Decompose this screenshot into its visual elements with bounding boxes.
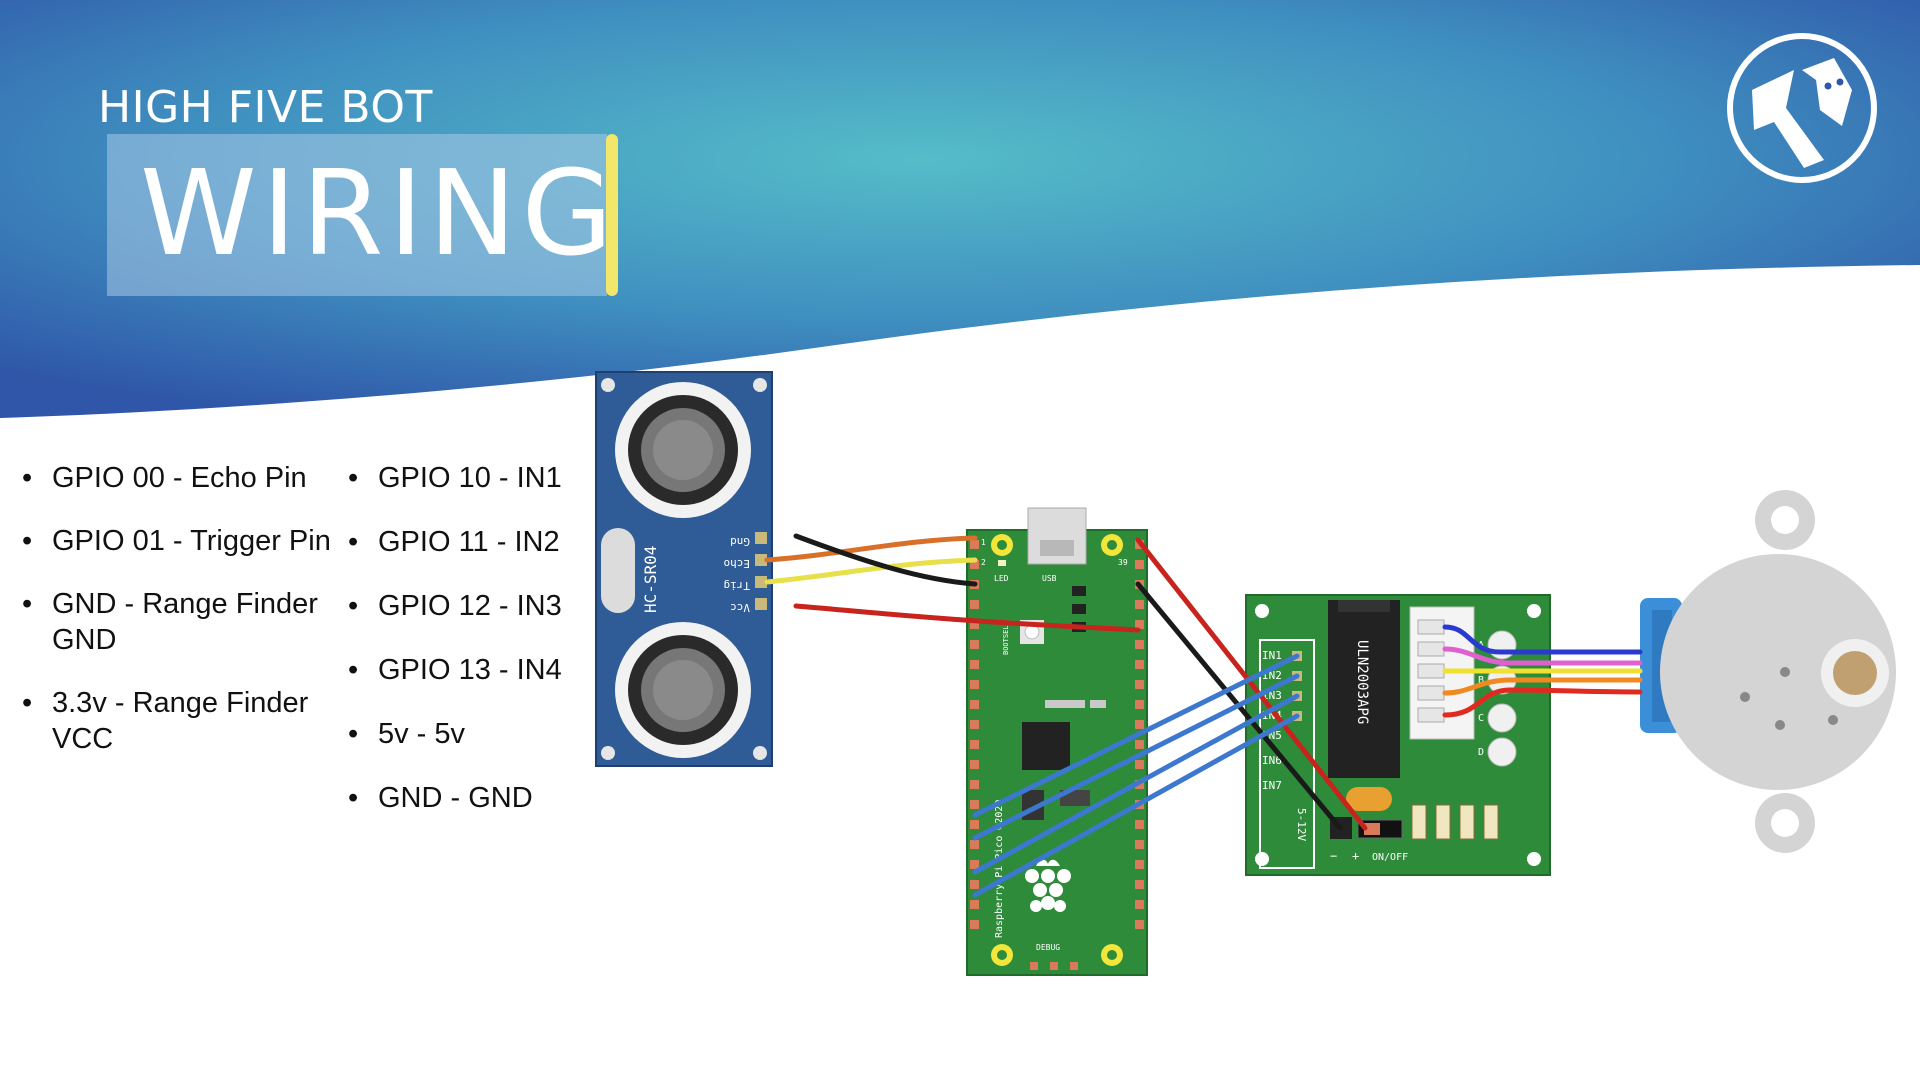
pico-bottom-pins [1030, 962, 1078, 970]
wire-red [1442, 687, 1643, 718]
driver-input-label: IN6 [1262, 754, 1282, 767]
wire-red [793, 603, 1141, 633]
pico-debug-label: DEBUG [1036, 943, 1060, 952]
driver-led-label: B [1478, 675, 1484, 686]
pico-model-label: Raspberry Pi Pico ©2020 [994, 800, 1005, 938]
driver-led-label: C [1478, 713, 1484, 724]
driver-switch-label: ON/OFF [1372, 852, 1408, 863]
wire-blue [972, 693, 1300, 875]
slide-title: WIRING [140, 144, 618, 282]
wire-black [793, 533, 978, 587]
stepper-motor [1640, 490, 1896, 853]
driver-polarity-minus: − [1330, 849, 1337, 863]
sensor-pin-labels: Gnd Echo Trig Vcc [724, 535, 751, 614]
team-logo-icon [1727, 33, 1877, 183]
list-item: GPIO 13 - IN4 [348, 652, 608, 688]
ultrasonic-sensor: HC-SR04 Gnd Echo Trig Vcc [595, 371, 773, 767]
list-item: 3.3v - Range Finder VCC [22, 685, 332, 757]
sensor-pin-label: Echo [724, 557, 751, 570]
list-item: GPIO 10 - IN1 [348, 460, 608, 496]
sensor-name: HC-SR04 [641, 546, 660, 613]
pico-board: 1 2 39 LED USB BOOTSEL Raspberry Pi Pico… [966, 507, 1148, 976]
stepper-driver-board: IN1 IN2 IN3 IN4 IN5 IN6 IN7 5-12V ULN200… [1245, 594, 1551, 876]
pico-usb-label: USB [1042, 574, 1057, 583]
list-item: 5v - 5v [348, 716, 608, 752]
wire-pink [1442, 646, 1643, 666]
sensor-pin-label: Vcc [730, 601, 750, 614]
wire-blue [972, 713, 1300, 898]
wire-orange [1442, 677, 1643, 696]
driver-power-label: 5-12V [1295, 808, 1308, 841]
driver-input-label: IN7 [1262, 779, 1282, 792]
wire-red [1135, 537, 1368, 831]
sensor-wires [764, 533, 1141, 633]
pico-pin-number: 1 [981, 538, 986, 547]
motor-wires [1442, 624, 1643, 718]
wire-blue [1442, 624, 1643, 655]
pico-pin-number: 39 [1118, 558, 1128, 567]
transducer-top [615, 382, 751, 518]
title-cursor-bar [606, 134, 618, 296]
wire-blue [972, 673, 1300, 841]
driver-led-label: D [1478, 747, 1484, 758]
sensor-pin-label: Gnd [730, 535, 750, 548]
wire-yellow [764, 557, 978, 585]
list-item: GND - Range Finder GND [22, 586, 332, 658]
driver-input-labels: IN1 IN2 IN3 IN4 IN5 IN6 IN7 [1262, 649, 1282, 792]
list-item: GPIO 01 - Trigger Pin [22, 523, 332, 559]
list-item: GND - GND [348, 780, 608, 816]
slide-subtitle: HIGH FIVE BOT [98, 82, 433, 133]
pico-led-label: LED [994, 574, 1009, 583]
driver-chip-label: ULN2003APG [1354, 640, 1370, 724]
wire-blue [972, 653, 1300, 818]
title-box [107, 134, 607, 296]
driver-polarity-plus: + [1352, 849, 1359, 863]
pico-pin-number: 2 [981, 558, 986, 567]
pico-pin-column-left [970, 540, 979, 929]
list-item: GPIO 00 - Echo Pin [22, 460, 332, 496]
driver-input-label: IN1 [1262, 649, 1282, 662]
list-item: GPIO 11 - IN2 [348, 524, 608, 560]
sensor-header-pins [755, 532, 767, 610]
pin-list-right: GPIO 10 - IN1 GPIO 11 - IN2 GPIO 12 - IN… [348, 460, 608, 844]
wire-orange [764, 535, 978, 563]
raspberry-pi-logo-icon [1025, 859, 1071, 912]
pin-list-left: GPIO 00 - Echo Pin GPIO 01 - Trigger Pin… [22, 460, 332, 784]
pico-driver-wires [972, 537, 1368, 898]
driver-resistors [1411, 804, 1499, 840]
transducer-bottom [615, 622, 751, 758]
pico-bootsel-label: BOOTSEL [1002, 625, 1010, 655]
sensor-pin-label: Trig [724, 579, 751, 592]
pico-pin-numbers: 1 2 39 [981, 538, 1128, 567]
list-item: GPIO 12 - IN3 [348, 588, 608, 624]
header-wave [0, 0, 1920, 418]
